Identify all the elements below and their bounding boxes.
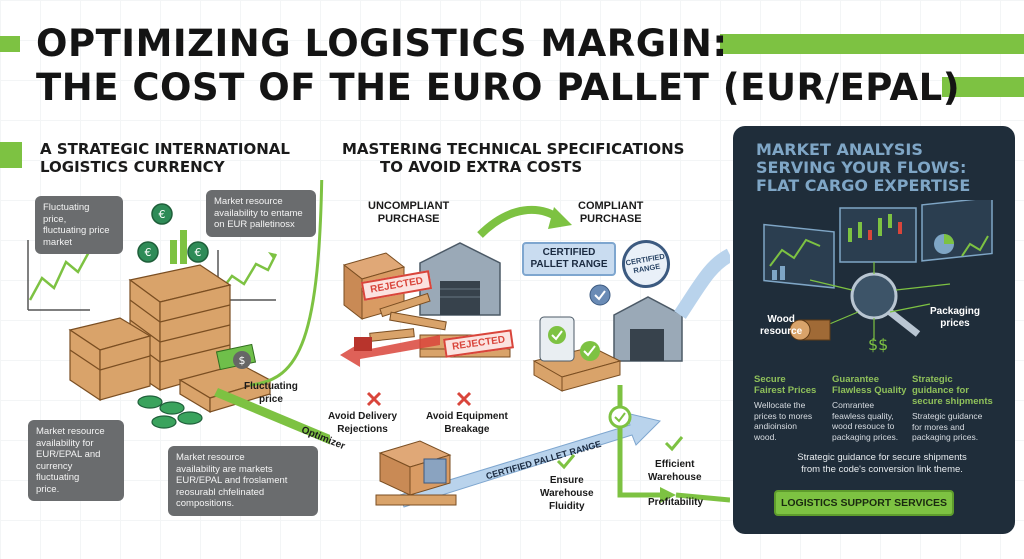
panel-link-arrow [674,248,730,319]
uplink-arrow [249,180,324,387]
coin-pile-icon [137,395,203,429]
warehouse-icon-uncompliant [419,242,501,316]
transition-arrow [477,205,563,238]
panel-title-line-1: MARKET ANALYSIS [756,140,923,159]
left-heading-line-2: LOGISTICS CURRENCY [40,158,225,176]
dashboard-icon-left [763,223,835,289]
reject-arrow [340,335,440,367]
ensure-check-icon [556,454,576,470]
reject-x-icon [366,391,472,407]
analysis-illustration: $$ [763,200,993,354]
middle-heading-line-1: MASTERING TECHNICAL SPECIFICATIONS [342,140,685,158]
candlestick-chart-icon [839,207,917,263]
svg-text:$: $ [239,354,246,367]
check-icon [548,326,566,344]
dashboard-icon-right [921,200,993,262]
money-stack-icon: $ [215,343,257,371]
svg-text:€: € [159,208,166,221]
left-section-accent [0,142,22,168]
currency-illustration: € € € $ [27,180,330,445]
pallet-stack-icon [68,264,272,414]
profitability-label: Profitability [648,497,704,508]
svg-text:€: € [195,246,202,259]
warehouse-icon-compliant [613,296,683,362]
page-title-line-1: OPTIMIZING LOGISTICS MARGIN: [36,22,728,65]
svg-text:€: € [145,246,152,259]
chart-left-icon [27,240,92,311]
left-heading-line-1: A STRATEGIC INTERNATIONAL [40,140,290,158]
title-accent-right-lower [942,77,1024,97]
flawless-quality-column: Guarantee Flawless Quality Comrantee fea… [832,374,907,442]
title-accent-right [720,34,1024,54]
bar-growth-icon [170,230,187,264]
optimizer-arrow [214,388,330,445]
logistics-support-button[interactable]: LOGISTICS SUPPORT SERVICES [774,490,954,516]
shipment-box-icon [375,440,457,506]
panel-title-line-2: SERVING YOUR FLOWS: [756,158,967,177]
dollar-icon: $$ [868,335,888,354]
award-icon [589,284,611,306]
euro-coin-icon: € € € [137,203,209,263]
forklift-icon [354,337,372,351]
strategic-guidance-column: Strategic guidance for secure shipments … [912,374,993,442]
panel-title-line-3: FLAT CARGO EXPERTISE [756,176,971,195]
efficient-check-icon [664,436,684,452]
middle-heading-line-2: TO AVOID EXTRA COSTS [380,158,583,176]
page-title-line-2: THE COST OF THE EURO PALLET (EUR/EPAL) [36,66,961,109]
magnifier-icon [850,272,921,337]
wood-log-icon [789,319,831,341]
title-accent-left [0,36,20,52]
fairest-prices-column: Secure Fairest Prices Wellocate the pric… [754,374,817,442]
